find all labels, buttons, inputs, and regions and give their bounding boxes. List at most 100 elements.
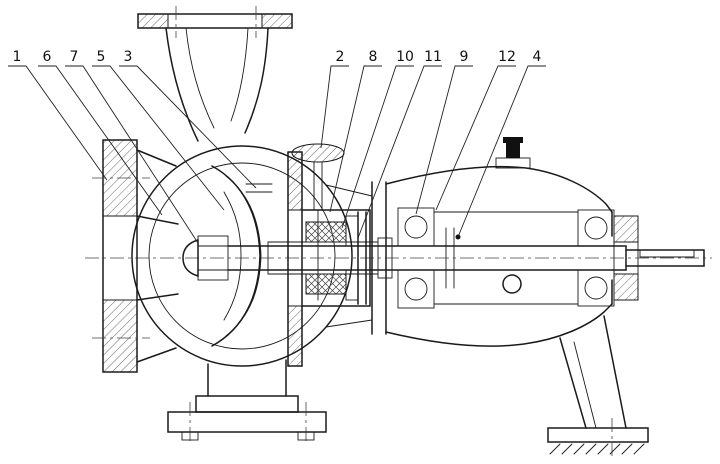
ground-hatch	[549, 443, 645, 455]
support-foot	[547, 315, 649, 456]
bearing-housing	[371, 165, 613, 347]
cover-joint-top	[325, 184, 373, 197]
leader-line	[329, 65, 382, 213]
ball-bearing-front	[397, 207, 435, 309]
callout-10: 10	[341, 49, 414, 229]
foot-base	[167, 411, 327, 433]
bearing-end-cover	[613, 215, 639, 301]
oil-plug-body	[506, 142, 520, 158]
end-cover-section-bottom	[613, 273, 639, 301]
impeller-front-shroud	[211, 165, 261, 347]
sleeve-nut	[377, 237, 393, 279]
volute-casing	[131, 145, 373, 367]
impeller	[182, 165, 262, 347]
discharge-flange-section-left	[137, 13, 169, 29]
bearing-race-top	[397, 207, 435, 247]
leader-line	[8, 65, 108, 181]
bearing-ball-bottom	[584, 276, 608, 300]
leader-line	[415, 65, 473, 215]
leader-line	[457, 65, 546, 238]
shaft-keyway	[639, 249, 695, 258]
discharge-flange-outline	[137, 13, 293, 29]
foot-base-plate	[547, 427, 649, 443]
part-number: 11	[424, 49, 442, 65]
end-cover-outline	[613, 215, 639, 301]
leader-line	[320, 65, 349, 149]
bearing-race-bottom	[577, 269, 615, 307]
callout-8: 8	[329, 49, 382, 213]
housing-top-contour	[385, 165, 613, 213]
foot-pedestal	[195, 395, 299, 413]
casing-joint-top	[136, 149, 177, 167]
flange-section-bottom	[102, 299, 138, 373]
callout-1: 1	[8, 49, 108, 181]
bearing-ball-top	[404, 215, 428, 239]
stuffing-box	[291, 143, 371, 307]
gland-packing-bottom	[305, 273, 347, 295]
stuffing-box-body	[301, 209, 371, 307]
housing-bottom-contour	[385, 303, 613, 347]
shaft-sleeve	[267, 237, 393, 279]
nozzle-bore-left	[185, 27, 215, 129]
cover-section-top	[287, 151, 303, 211]
part-number: 3	[124, 49, 133, 65]
flange-outline	[102, 139, 138, 373]
leader-line	[38, 65, 163, 216]
callout-9: 9	[415, 49, 473, 215]
discharge-flange	[137, 6, 293, 38]
slinger-ring	[445, 227, 455, 289]
part-number: 5	[97, 49, 106, 65]
callout-2: 2	[320, 49, 349, 149]
gland-packing-top	[305, 221, 347, 243]
casing-cover	[287, 151, 303, 367]
casing-foot	[167, 359, 327, 444]
part-number: 2	[336, 49, 345, 65]
nozzle-wall-right	[244, 27, 269, 134]
bearing-ball-top	[584, 216, 608, 240]
callout-12: 12	[435, 49, 516, 211]
nozzle-bore-right	[230, 27, 249, 122]
suction-bore-bottom	[136, 293, 179, 301]
cover-joint-bottom	[325, 319, 373, 328]
callout-11: 11	[357, 49, 442, 239]
suction-flange	[92, 139, 179, 373]
pump-drawing	[85, 6, 712, 456]
part-number: 8	[369, 49, 378, 65]
leader-line	[119, 65, 257, 189]
leader-line	[357, 65, 442, 239]
leader-line	[92, 65, 225, 211]
end-cover-section-top	[613, 215, 639, 243]
foot-nut-left	[181, 431, 199, 441]
bearing-ball-bottom	[404, 277, 428, 301]
impeller-back-shroud	[225, 175, 262, 337]
foot-nut-right	[297, 431, 315, 441]
gland-follower-top	[345, 215, 359, 247]
discharge-nozzle	[165, 27, 269, 142]
leader-line	[341, 65, 414, 229]
bearing-race-bottom	[397, 269, 435, 309]
callout-3: 3	[119, 49, 257, 189]
impeller-blade	[223, 191, 242, 321]
cover-section-bottom	[287, 305, 303, 367]
callouts: 1 6 7 5 3 2 8 10	[8, 49, 546, 244]
part-number: 12	[498, 49, 516, 65]
foot-web-inner	[573, 341, 597, 429]
part-number: 10	[396, 49, 414, 65]
casing-inner-wall	[148, 162, 336, 350]
part-number: 7	[70, 49, 79, 65]
part-number: 9	[460, 49, 469, 65]
suction-bore-top	[136, 215, 179, 225]
oil-plug	[495, 137, 531, 169]
oil-plug-cap	[503, 137, 523, 143]
callout-5: 5	[92, 49, 225, 211]
bearing-race-top	[577, 209, 615, 247]
impeller-nut	[182, 238, 199, 278]
callout-7: 7	[65, 49, 199, 244]
part-number: 6	[43, 49, 52, 65]
swing-bolt-lug	[291, 143, 345, 163]
callout-4: 4	[455, 49, 546, 240]
leader-dot	[455, 234, 461, 240]
leader-line	[435, 65, 516, 211]
